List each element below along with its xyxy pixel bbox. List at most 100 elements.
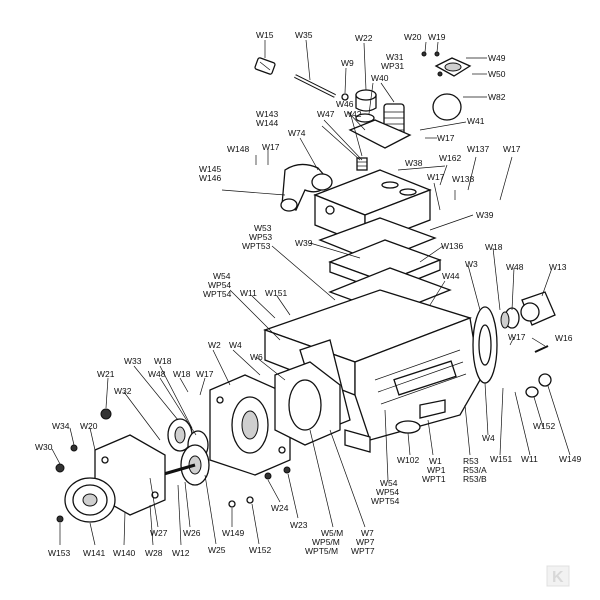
part-w22-cap (355, 89, 377, 112)
label-w140: W140 (113, 548, 135, 558)
part-w46-spring (356, 157, 368, 171)
label-w152b: W152 (249, 545, 271, 555)
label-w17d: W17 (427, 172, 445, 182)
part-w149-washer (228, 500, 236, 508)
label-w49: W49 (488, 53, 506, 63)
part-w15-plug (254, 57, 276, 75)
part-w23 (283, 466, 291, 474)
label-w48a: W48 (506, 262, 524, 272)
part-w74-elbow (280, 163, 333, 212)
label-w162: W162 (439, 153, 461, 163)
brand-logo-text: K (552, 569, 564, 586)
label-w137: W137 (467, 144, 489, 154)
label-w141: W141 (83, 548, 105, 558)
part-w19 (434, 51, 440, 57)
label-wp53: WP53 (249, 232, 272, 242)
part-w35-rod (294, 74, 336, 98)
part-w4-housing (274, 361, 341, 446)
label-w53: W53 (254, 223, 272, 233)
label-w39a: W39 (476, 210, 494, 220)
label-w4b: W4 (482, 433, 495, 443)
label-w143: W143 (256, 109, 278, 119)
label-w21: W21 (97, 369, 115, 379)
label-wpt7: WPT7 (351, 546, 375, 556)
label-w145: W145 (199, 164, 221, 174)
label-wp7: WP7 (356, 537, 375, 547)
label-w48b: W48 (148, 369, 166, 379)
label-w82: W82 (488, 92, 506, 102)
part-w102-disc (395, 420, 421, 434)
label-w74: W74 (288, 128, 306, 138)
label-w30: W30 (35, 442, 53, 452)
label-w5m: W5/M (321, 528, 343, 538)
part-labels: W15 W35 W22 W20 W19 W49 W9 W31 WP31 W50 … (35, 30, 581, 558)
label-w6: W6 (250, 352, 263, 362)
part-w149-plug (538, 373, 552, 387)
label-w34: W34 (52, 421, 70, 431)
label-w20b: W20 (80, 421, 98, 431)
label-w17f: W17 (196, 369, 214, 379)
label-w41: W41 (467, 116, 485, 126)
label-w7: W7 (361, 528, 374, 538)
part-w152-plug (525, 386, 539, 398)
label-w33: W33 (124, 356, 142, 366)
part-w34 (70, 444, 78, 452)
label-wpt5m: WPT5/M (305, 546, 338, 556)
label-w20: W20 (404, 32, 422, 42)
label-wp54b: WP54 (376, 487, 399, 497)
label-wpt1: WPT1 (422, 474, 446, 484)
label-wpt53: WPT53 (242, 241, 271, 251)
label-w146: W146 (199, 173, 221, 183)
label-w44: W44 (442, 271, 460, 281)
label-w1: W1 (429, 456, 442, 466)
label-w9: W9 (341, 58, 354, 68)
label-wpt54b: WPT54 (371, 496, 400, 506)
label-w54b: W54 (380, 478, 398, 488)
label-w26: W26 (183, 528, 201, 538)
label-w17c: W17 (503, 144, 521, 154)
label-w22: W22 (355, 33, 373, 43)
part-w82-disc (432, 93, 462, 121)
label-w46: W46 (336, 99, 354, 109)
label-wp54a: WP54 (208, 280, 231, 290)
brand-logo-watermark: K (546, 565, 570, 587)
label-w11b: W11 (521, 454, 538, 464)
label-w151a: W151 (265, 288, 287, 298)
label-wp31: WP31 (381, 61, 404, 71)
part-w153 (56, 515, 64, 523)
label-w39b: W39 (295, 238, 313, 248)
label-w138: W138 (452, 174, 474, 184)
part-w2-front-housing (209, 374, 291, 476)
label-wp5m: WP5/M (312, 537, 340, 547)
part-w21 (100, 408, 112, 420)
label-w28: W28 (145, 548, 163, 558)
label-w42: W42 (344, 109, 362, 119)
label-w18a: W18 (485, 242, 503, 252)
label-w32: W32 (114, 386, 132, 396)
label-w17b: W17 (262, 142, 280, 152)
part-w40 (355, 113, 375, 123)
label-w47: W47 (317, 109, 335, 119)
label-w24: W24 (271, 503, 289, 513)
part-w24 (264, 472, 272, 480)
label-w19: W19 (428, 32, 446, 42)
part-w49-valve (434, 57, 472, 77)
label-w149a: W149 (559, 454, 581, 464)
label-r53: R53 (463, 456, 479, 466)
label-w13: W13 (549, 262, 567, 272)
label-w102: W102 (397, 455, 419, 465)
label-w27: W27 (150, 528, 168, 538)
label-w54a: W54 (213, 271, 231, 281)
part-w16-bolt (534, 345, 549, 353)
part-w141-pulley (64, 477, 116, 523)
label-wp1: WP1 (427, 465, 446, 475)
label-w18b: W18 (154, 356, 172, 366)
label-w152a: W152 (533, 421, 555, 431)
label-w15: W15 (256, 30, 274, 40)
part-w13-rear-plate (500, 291, 556, 329)
label-w144: W144 (256, 118, 278, 128)
part-w9 (341, 93, 349, 101)
label-w16: W16 (555, 333, 573, 343)
part-w3-rear-flange (472, 306, 498, 384)
